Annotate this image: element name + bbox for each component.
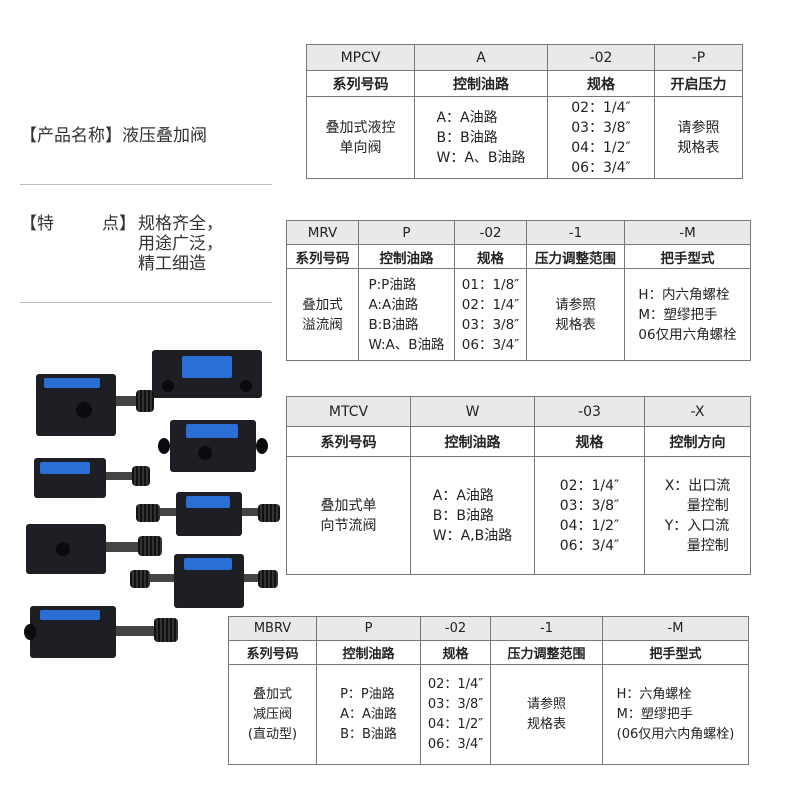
code-cell: A <box>414 44 548 71</box>
handle-cell: H：六角螺栓 M：塑缪把手 (06仅用六内角螺栓) <box>602 664 749 765</box>
range-cell: 请参照 规格表 <box>526 268 625 361</box>
valve-image <box>24 606 180 658</box>
valve-image <box>152 350 262 398</box>
product-name-value: 液压叠加阀 <box>122 126 207 146</box>
features-label: 【特点】 <box>20 214 136 234</box>
mrv-spec-table: MRV P -02 -1 -M 系列号码 控制油路 规格 压力调整范围 把手型式… <box>286 220 751 361</box>
size-cell: 02：1/4″ 03：3/8″ 04：1/2″ 06：3/4″ <box>534 456 645 575</box>
series-cell: 叠加式 溢流阀 <box>286 268 359 361</box>
header-cell: 规格 <box>547 70 655 97</box>
header-cell: 开启压力 <box>654 70 743 97</box>
header-cell: 规格 <box>534 426 645 457</box>
mbrv-spec-table: MBRV P -02 -1 -M 系列号码 控制油路 规格 压力调整范围 把手型… <box>228 616 749 765</box>
header-cell: 规格 <box>454 244 527 269</box>
code-cell: P <box>358 220 455 245</box>
code-cell: -1 <box>490 616 603 641</box>
valve-image <box>36 374 156 436</box>
divider <box>20 302 272 303</box>
product-name-row: 【产品名称】液压叠加阀 <box>20 126 207 146</box>
valve-image <box>136 492 282 536</box>
code-cell: P <box>316 616 421 641</box>
handle-cell: H：内六角螺栓 M：塑缪把手 06仅用六角螺栓 <box>624 268 751 361</box>
header-cell: 控制方向 <box>644 426 751 457</box>
range-cell: 请参照 规格表 <box>490 664 603 765</box>
mpcv-spec-table: MPCV A -02 -P 系列号码 控制油路 规格 开启压力 叠加式液控 单向… <box>306 44 743 179</box>
code-cell: MBRV <box>228 616 317 641</box>
circuit-cell: A：A油路 B：B油路 W：A、B油路 <box>414 96 548 179</box>
code-cell: -P <box>654 44 743 71</box>
code-cell: -02 <box>420 616 491 641</box>
code-cell: MTCV <box>286 396 411 427</box>
direction-cell: X：出口流 量控制 Y：入口流 量控制 <box>644 456 751 575</box>
size-cell: 02：1/4″ 03：3/8″ 04：1/2″ 06：3/4″ <box>420 664 491 765</box>
series-cell: 叠加式单 向节流阀 <box>286 456 411 575</box>
code-cell: MPCV <box>306 44 415 71</box>
code-cell: -X <box>644 396 751 427</box>
valve-image <box>130 554 280 608</box>
code-cell: -03 <box>534 396 645 427</box>
mtcv-spec-table: MTCV W -03 -X 系列号码 控制油路 规格 控制方向 叠加式单 向节流… <box>286 396 751 575</box>
code-cell: -M <box>624 220 751 245</box>
divider <box>20 184 272 185</box>
code-cell: -M <box>602 616 749 641</box>
series-cell: 叠加式 减压阀 (直动型) <box>228 664 317 765</box>
header-cell: 控制油路 <box>358 244 455 269</box>
header-cell: 控制油路 <box>316 640 421 665</box>
header-cell: 控制油路 <box>410 426 535 457</box>
product-photo-collage <box>0 340 290 670</box>
valve-image <box>34 458 152 498</box>
features-row: 【特点】 规格齐全， 用途广泛， 精工细造 <box>20 214 223 274</box>
circuit-cell: P:P油路 A:A油路 B:B油路 W:A、B油路 <box>358 268 455 361</box>
code-cell: W <box>410 396 535 427</box>
header-cell: 系列号码 <box>286 244 359 269</box>
size-cell: 01：1/8″ 02：1/4″ 03：3/8″ 06：3/4″ <box>454 268 527 361</box>
header-cell: 把手型式 <box>624 244 751 269</box>
header-cell: 压力调整范围 <box>526 244 625 269</box>
code-cell: MRV <box>286 220 359 245</box>
header-cell: 规格 <box>420 640 491 665</box>
code-cell: -1 <box>526 220 625 245</box>
features-value: 规格齐全， 用途广泛， 精工细造 <box>138 214 223 274</box>
valve-image <box>26 524 166 574</box>
header-cell: 压力调整范围 <box>490 640 603 665</box>
series-cell: 叠加式液控 单向阀 <box>306 96 415 179</box>
valve-image <box>158 420 268 472</box>
header-cell: 系列号码 <box>306 70 415 97</box>
header-cell: 控制油路 <box>414 70 548 97</box>
header-cell: 把手型式 <box>602 640 749 665</box>
pressure-cell: 请参照 规格表 <box>654 96 743 179</box>
header-cell: 系列号码 <box>286 426 411 457</box>
code-cell: -02 <box>454 220 527 245</box>
code-cell: -02 <box>547 44 655 71</box>
circuit-cell: P：P油路 A：A油路 B：B油路 <box>316 664 421 765</box>
size-cell: 02：1/4″ 03：3/8″ 04：1/2″ 06：3/4″ <box>547 96 655 179</box>
product-name-label: 【产品名称】 <box>20 126 122 146</box>
circuit-cell: A：A油路 B：B油路 W：A,B油路 <box>410 456 535 575</box>
